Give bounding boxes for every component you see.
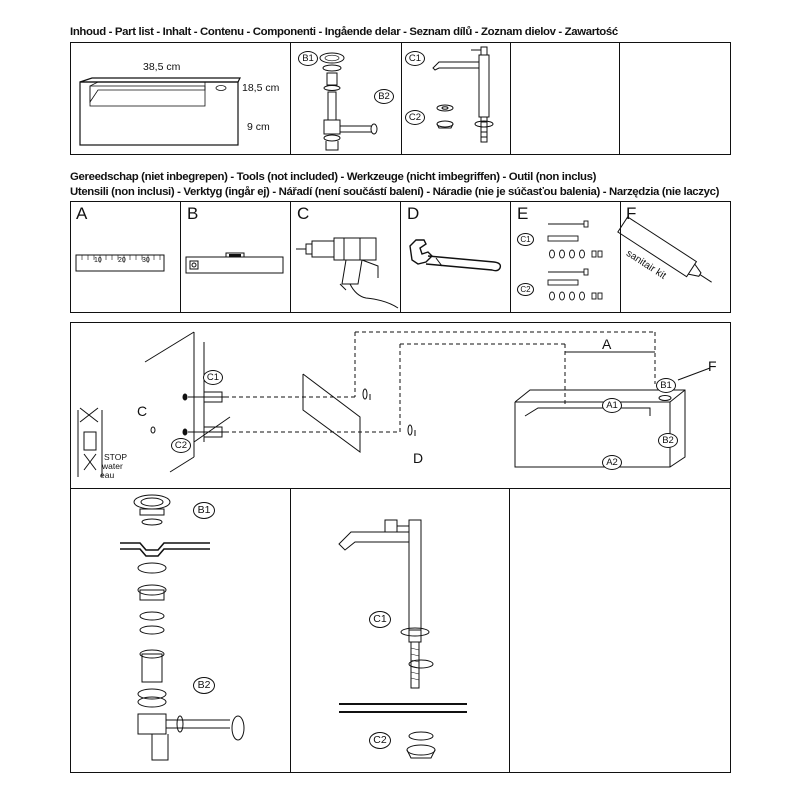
parts-cell-faucet [402, 43, 511, 154]
spirit-level-icon [185, 252, 284, 274]
tool-e-c1-marker: C1 [517, 233, 534, 246]
install-a1-marker: A1 [602, 398, 622, 413]
drain-b1-marker: B1 [298, 51, 318, 66]
installation-divider [71, 488, 730, 489]
tool-c-letter: C [297, 204, 310, 223]
faucet-assembly-c2-marker: C2 [369, 732, 391, 749]
parts-cell-basin [71, 43, 291, 154]
drain-assembly-drawing [120, 494, 245, 761]
install-a2-marker: A2 [602, 455, 622, 470]
basin-drawing [79, 77, 241, 146]
ruler-icon [75, 254, 165, 272]
install-a-label: A [602, 336, 612, 352]
tools-header-line1: Gereedschap (niet inbegrepen) - Tools (n… [70, 171, 597, 183]
install-c-label: C [137, 403, 148, 419]
stop-water-line1: STOP [104, 452, 127, 462]
panel-divider-2 [509, 488, 510, 772]
screw-kit-icon [547, 220, 603, 301]
tool-a-letter: A [76, 204, 88, 223]
install-b1-marker: B1 [656, 378, 676, 393]
installation-panel [70, 322, 731, 773]
tool-cell-d [401, 202, 511, 312]
faucet-c2-marker: C2 [405, 110, 425, 125]
ruler-tick-30: 30 [142, 257, 150, 264]
faucet-assembly-c1-marker: C1 [369, 611, 391, 628]
sealant-tube-icon [617, 216, 712, 283]
install-d-label: D [413, 450, 424, 466]
install-c2-marker: C2 [171, 438, 191, 453]
tools-row [70, 201, 731, 313]
tool-cell-e [511, 202, 621, 312]
tool-e-letter: E [517, 204, 529, 223]
install-c1-marker: C1 [203, 370, 223, 385]
drain-assembly-b2-marker: B2 [193, 677, 215, 694]
stop-water-line3: eau [100, 470, 115, 480]
tool-cell-b [181, 202, 291, 312]
tool-cell-a [71, 202, 181, 312]
faucet-assembly-drawing [338, 519, 467, 759]
basin-height-label: 9 cm [247, 121, 270, 133]
tool-d-letter: D [407, 204, 420, 223]
parts-header: Inhoud - Part list - Inhalt - Contenu - … [70, 26, 618, 38]
ruler-tick-20: 20 [118, 257, 126, 264]
install-f-label: F [708, 358, 717, 374]
parts-cell-empty-1 [511, 43, 620, 154]
drill-icon [296, 237, 399, 309]
wall-mounting-drawing [77, 331, 711, 477]
tools-header-line2: Utensili (non inclusi) - Verktyg (ingår … [70, 186, 720, 198]
wrench-icon [409, 239, 502, 272]
panel-divider-1 [290, 488, 291, 772]
faucet-c1-marker: C1 [405, 51, 425, 66]
tool-cell-c [291, 202, 401, 312]
parts-cell-drain [291, 43, 402, 154]
basin-depth-label: 18,5 cm [242, 82, 280, 94]
tool-f-letter: F [626, 204, 637, 223]
tool-e-c2-marker: C2 [517, 283, 534, 296]
install-b2-marker: B2 [658, 433, 678, 448]
faucet-parts-drawing [432, 46, 494, 143]
drain-parts-drawing [319, 52, 378, 151]
basin-width-label: 38,5 cm [143, 61, 181, 73]
stop-water-line2: water [102, 461, 123, 471]
drain-b2-marker: B2 [374, 89, 394, 104]
parts-row [70, 42, 731, 155]
drain-assembly-b1-marker: B1 [193, 502, 215, 519]
tool-b-letter: B [187, 204, 199, 223]
ruler-tick-10: 10 [94, 257, 102, 264]
